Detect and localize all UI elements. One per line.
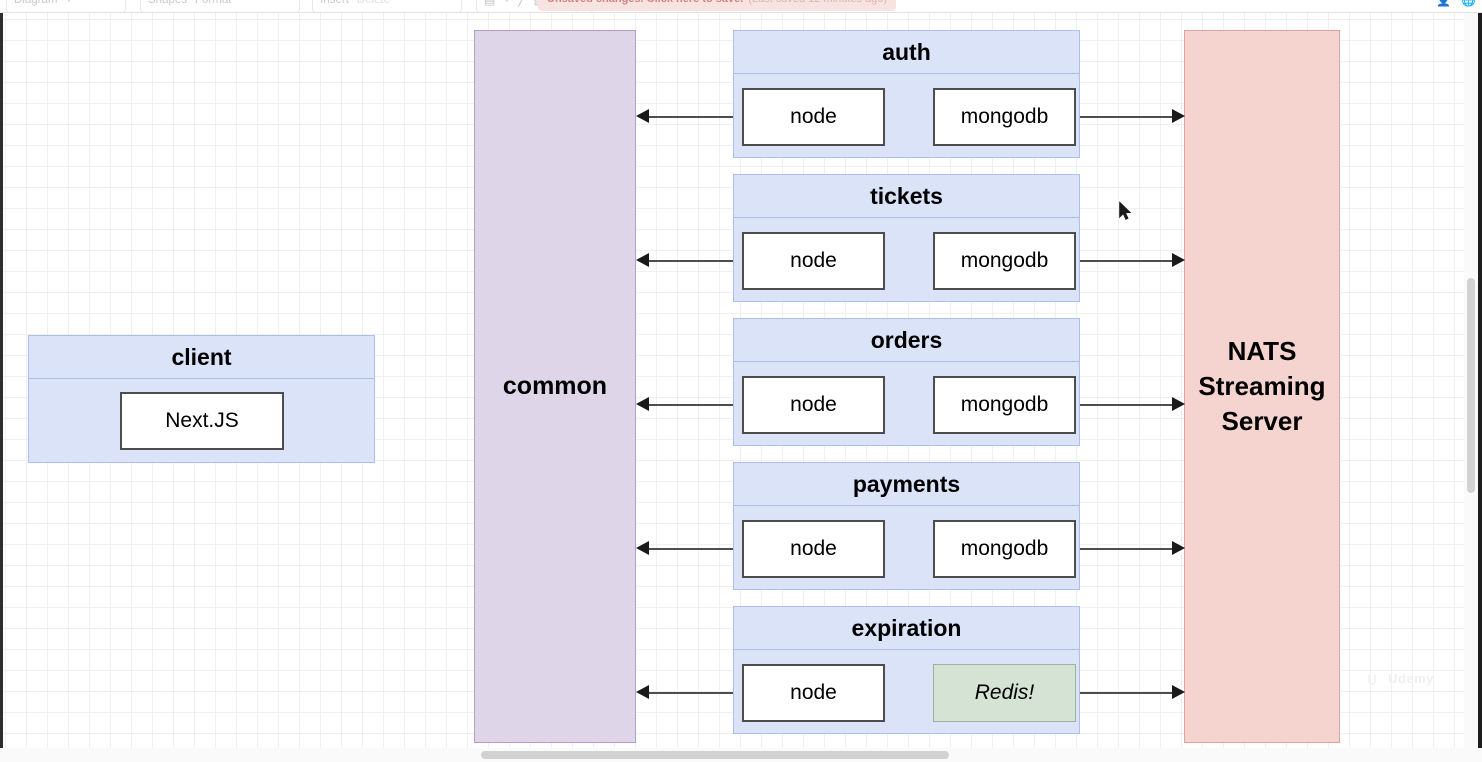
arrow-line-payments-to-nats <box>1080 548 1174 550</box>
udemy-logo-icon <box>1368 674 1376 685</box>
client-container[interactable]: client Next.JS <box>28 335 375 463</box>
mouse-cursor <box>1118 201 1133 228</box>
canvas-left-border <box>0 13 3 748</box>
line-style-icon[interactable]: ╱ <box>518 0 526 7</box>
service-node-box-orders[interactable]: node <box>742 376 885 434</box>
arrow-line-orders-to-nats <box>1080 404 1174 406</box>
nats-label-line-1: NATS <box>1227 336 1297 366</box>
common-container[interactable]: common <box>474 30 636 743</box>
service-body-tickets: node mongodb <box>734 218 1079 300</box>
service-container-tickets[interactable]: tickets node mongodb <box>733 174 1080 302</box>
watermark-text: Udemy <box>1388 671 1434 686</box>
arrowhead-orders-to-common <box>636 397 649 411</box>
last-saved-detail: (Last saved 12 minutes ago) <box>748 0 887 5</box>
service-container-auth[interactable]: auth node mongodb <box>733 30 1080 158</box>
shapes-menu-label[interactable]: Shapes <box>148 0 188 6</box>
diagram-canvas[interactable]: client Next.JS common NATS Streaming Ser… <box>0 13 1482 748</box>
toolbar-right-actions: 👤 🌐 <box>1436 0 1476 12</box>
unsaved-changes-banner[interactable]: Unsaved changes. Click here to save. (La… <box>538 0 897 11</box>
arrowhead-tickets-to-nats <box>1172 253 1185 267</box>
arrowhead-orders-to-nats <box>1172 397 1185 411</box>
client-title: client <box>29 336 374 379</box>
nats-label: NATS Streaming Server <box>1198 334 1325 439</box>
arrow-line-auth-to-nats <box>1080 116 1174 118</box>
client-nextjs-box[interactable]: Next.JS <box>120 392 284 450</box>
arrowhead-payments-to-common <box>636 541 649 555</box>
service-db-box-auth[interactable]: mongodb <box>933 88 1076 146</box>
service-container-expiration[interactable]: expiration node Redis! <box>733 606 1080 734</box>
arrow-line-expiration-to-nats <box>1080 692 1174 694</box>
arrowhead-expiration-to-common <box>636 685 649 699</box>
globe-icon[interactable]: 🌐 <box>1461 0 1476 7</box>
service-db-box-tickets[interactable]: mongodb <box>933 232 1076 290</box>
arrow-line-tickets-to-common <box>647 260 733 262</box>
service-node-box-payments[interactable]: node <box>742 520 885 578</box>
fill-color-chevron-icon[interactable]: ▼ <box>503 0 511 4</box>
canvas-right-border <box>1478 13 1482 748</box>
service-body-auth: node mongodb <box>734 74 1079 156</box>
service-node-box-auth[interactable]: node <box>742 88 885 146</box>
arrow-line-tickets-to-nats <box>1080 260 1174 262</box>
service-body-orders: node mongodb <box>734 362 1079 444</box>
arrow-line-orders-to-common <box>647 404 733 406</box>
delete-button-label[interactable]: Delete <box>356 0 391 6</box>
service-db-box-payments[interactable]: mongodb <box>933 520 1076 578</box>
arrowhead-auth-to-nats <box>1172 109 1185 123</box>
fill-color-icon[interactable]: ▤ <box>484 0 496 7</box>
nats-label-line-3: Server <box>1221 406 1303 436</box>
arrowhead-expiration-to-nats <box>1172 685 1185 699</box>
nats-label-line-2: Streaming <box>1198 371 1326 401</box>
user-icon[interactable]: 👤 <box>1436 0 1452 7</box>
arrow-line-payments-to-common <box>647 548 733 550</box>
vertical-scrollbar-thumb[interactable] <box>1467 278 1475 493</box>
service-node-box-expiration[interactable]: node <box>742 664 885 722</box>
format-menu-label[interactable]: Format <box>195 0 232 6</box>
toolbar-group-insert-delete[interactable]: Insert Delete <box>312 0 462 12</box>
arrow-line-expiration-to-common <box>647 692 733 694</box>
arrowhead-tickets-to-common <box>636 253 649 267</box>
horizontal-scrollbar[interactable] <box>0 748 1482 762</box>
service-title-orders: orders <box>734 319 1079 362</box>
service-container-payments[interactable]: payments node mongodb <box>733 462 1080 590</box>
diagram-menu-label[interactable]: Diagram <box>14 0 58 6</box>
service-body-expiration: node Redis! <box>734 650 1079 732</box>
service-db-box-expiration[interactable]: Redis! <box>933 664 1076 722</box>
toolbar-group-shapes-format[interactable]: Shapes Format <box>140 0 300 12</box>
arrowhead-payments-to-nats <box>1172 541 1185 555</box>
insert-menu-label[interactable]: Insert <box>320 0 349 6</box>
udemy-watermark: Udemy <box>1368 671 1434 686</box>
horizontal-scrollbar-thumb[interactable] <box>481 751 949 759</box>
toolbar-group-diagram[interactable]: Diagram ▼ <box>6 0 126 12</box>
service-title-payments: payments <box>734 463 1079 506</box>
vertical-scrollbar[interactable] <box>1464 13 1478 748</box>
unsaved-changes-message: Unsaved changes. Click here to save. <box>547 0 743 5</box>
service-title-tickets: tickets <box>734 175 1079 218</box>
service-title-expiration: expiration <box>734 607 1079 650</box>
client-body: Next.JS <box>29 379 374 461</box>
service-db-box-orders[interactable]: mongodb <box>933 376 1076 434</box>
service-node-box-tickets[interactable]: node <box>742 232 885 290</box>
arrow-line-auth-to-common <box>647 116 733 118</box>
chevron-down-icon[interactable]: ▼ <box>65 0 73 4</box>
service-title-auth: auth <box>734 31 1079 74</box>
top-toolbar: Diagram ▼ Shapes Format Insert Delete ▤ … <box>0 0 1482 13</box>
service-container-orders[interactable]: orders node mongodb <box>733 318 1080 446</box>
common-label: common <box>502 372 608 400</box>
service-body-payments: node mongodb <box>734 506 1079 588</box>
nats-streaming-server-container[interactable]: NATS Streaming Server <box>1184 30 1340 743</box>
arrowhead-auth-to-common <box>636 109 649 123</box>
